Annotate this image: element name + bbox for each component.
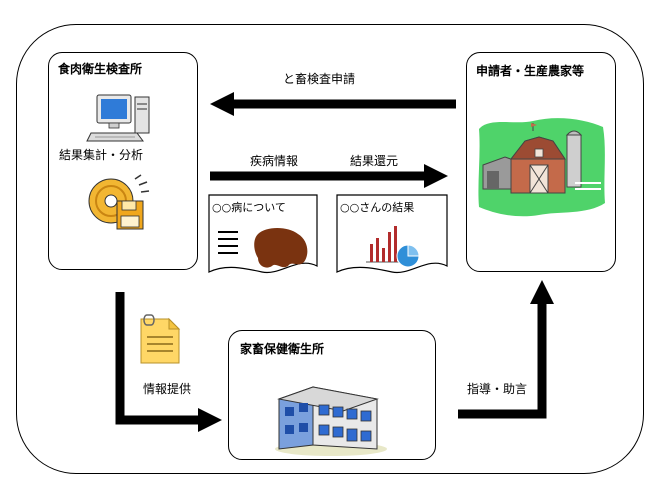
result-arrowhead: [424, 164, 448, 188]
bar-chart-icon: [366, 226, 420, 268]
livestock-center-box: 家畜保健衛生所: [228, 330, 436, 460]
disease-info-label: 疾病情報: [250, 154, 299, 168]
livestock-center-title: 家畜保健衛生所: [240, 342, 325, 356]
disc-icon: [88, 174, 150, 230]
farm-title: 申請者・生産農家等: [476, 64, 585, 78]
organ-icon: [218, 228, 308, 268]
meat-lab-summary-label: 結果集計・分析: [59, 148, 144, 162]
request-label: と畜検査申請: [283, 72, 356, 86]
meat-lab-box: 食肉衛生検査所 結果集計・分析: [48, 52, 198, 270]
guidance-arrow: [458, 300, 547, 419]
result-document: ○○さんの結果: [336, 194, 448, 280]
request-arrowhead: [210, 92, 234, 116]
disease-document: ○○病について: [208, 194, 318, 280]
result-return-label: 結果還元: [350, 154, 399, 168]
guidance-arrowhead: [530, 280, 554, 304]
info-provide-arrow: [115, 292, 200, 425]
computer-icon: [86, 94, 150, 142]
guidance-label: 指導・助言: [467, 382, 528, 396]
building-icon: [275, 386, 387, 456]
memo-icon: [140, 314, 181, 364]
result-document-title: ○○さんの結果: [340, 201, 415, 214]
info-provide-arrowhead: [198, 408, 222, 432]
farm-icon: [478, 118, 605, 217]
meat-lab-title: 食肉衛生検査所: [58, 62, 143, 76]
disease-document-title: ○○病について: [212, 201, 286, 214]
document-shape: [336, 194, 448, 274]
info-provide-label: 情報提供: [143, 382, 192, 396]
farm-box: 申請者・生産農家等: [466, 52, 616, 272]
